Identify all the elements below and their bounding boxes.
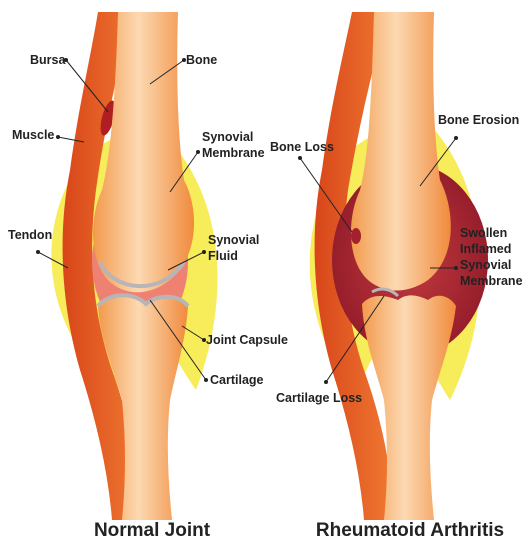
label-synovial-fluid-2: Fluid (208, 249, 238, 263)
label-synovial-membrane-2: Membrane (202, 146, 265, 160)
label-bone-loss: Bone Loss (270, 140, 334, 154)
label-synovial-membrane-1: Synovial (202, 130, 253, 144)
bone-loss-notch (351, 228, 361, 244)
leader-dot-swollen-membrane (454, 266, 458, 270)
label-cartilage-loss: Cartilage Loss (276, 391, 362, 405)
label-swollen-1: Swollen (460, 226, 507, 240)
leader-dot-bone (182, 58, 186, 62)
leader-dot-muscle (56, 135, 60, 139)
leader-dot-cartilage (204, 378, 208, 382)
normal-joint-illustration (51, 12, 217, 520)
label-swollen-4: Membrane (460, 274, 522, 288)
label-swollen-2: Inflamed (460, 242, 511, 256)
leader-dot-synovial-membrane (196, 150, 200, 154)
caption-normal-joint: Normal Joint (94, 520, 211, 541)
label-tendon: Tendon (8, 228, 52, 242)
label-bone: Bone (186, 53, 217, 67)
label-muscle: Muscle (12, 128, 54, 142)
leader-dot-bone-erosion (454, 136, 458, 140)
label-swollen-3: Synovial (460, 258, 511, 272)
label-bursa: Bursa (30, 53, 66, 67)
leader-dot-cartilage-loss (324, 380, 328, 384)
leader-dot-synovial-fluid (202, 250, 206, 254)
leader-dot-tendon (36, 250, 40, 254)
label-synovial-fluid-1: Synovial (208, 233, 259, 247)
label-bone-erosion: Bone Erosion (438, 113, 519, 127)
label-cartilage: Cartilage (210, 373, 264, 387)
caption-rheumatoid-arthritis: Rheumatoid Arthritis (316, 520, 504, 541)
leader-dot-bone-loss (298, 156, 302, 160)
leader-dot-bursa (64, 58, 68, 62)
leader-dot-joint-capsule (202, 338, 206, 342)
label-joint-capsule: Joint Capsule (206, 333, 288, 347)
